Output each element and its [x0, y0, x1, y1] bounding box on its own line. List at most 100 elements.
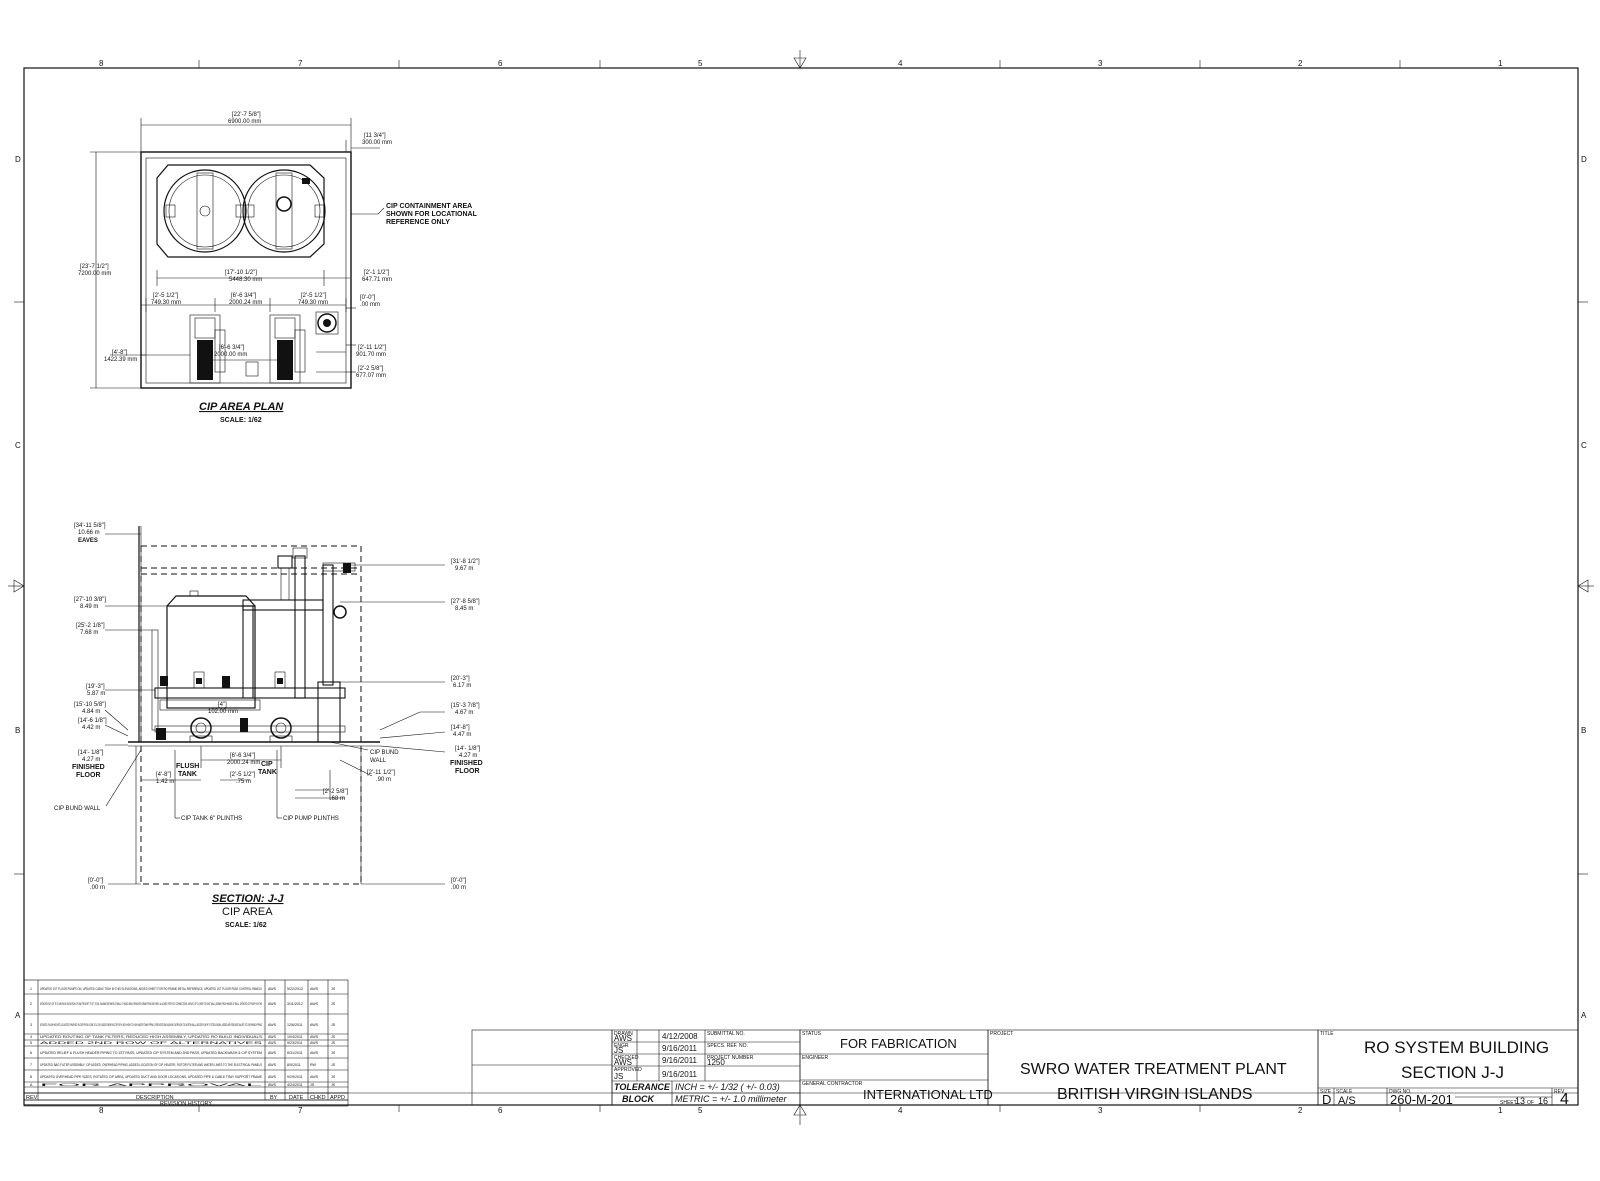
level-right-5-m: 4.47 m: [453, 732, 471, 738]
level-right-1-m: 9.67 m: [455, 566, 473, 572]
dim-left-height-mm: 1422.39 mm: [104, 357, 137, 363]
plan-scale: SCALE: 1/62: [220, 417, 262, 424]
row-label-left-b: B: [15, 726, 20, 735]
dim-left-height-imp: [4'-8"]: [112, 350, 128, 356]
approved-label: APPROVED: [614, 1067, 642, 1073]
revision-rev: 5: [30, 1041, 32, 1045]
of-label: OF: [1527, 1100, 1534, 1106]
tolerance-label-2: BLOCK: [622, 1094, 655, 1104]
pipe-size-imp: [4"]: [218, 702, 227, 708]
sheet-number: 13: [1515, 1096, 1525, 1106]
base-level-right-imp: [0'-0"]: [451, 878, 467, 884]
bund-wall-left: CIP BUND WALL: [54, 806, 101, 812]
col-label-top-4: 4: [898, 59, 903, 68]
general-contractor-value: INTERNATIONAL LTD: [863, 1087, 993, 1102]
title-block: DRAWN ENGR CHECKED APPROVED SUBMITTAL NO…: [471, 1029, 1579, 1108]
section-scale: SCALE: 1/62: [225, 922, 267, 929]
revision-appd: JS: [331, 1075, 336, 1079]
drawn-date: 4/12/2008: [662, 1032, 698, 1041]
level-right-6-imp: [14'- 1/8"]: [455, 746, 481, 752]
revision-by: AWS: [268, 1063, 277, 1067]
plan-note-line-3: REFERENCE ONLY: [386, 219, 450, 226]
tolerance-inch: INCH = +/- 1/32 ( +/- 0.03): [675, 1082, 780, 1092]
section-subtitle: CIP AREA: [222, 906, 273, 918]
rev-header-appd: APPD: [330, 1095, 345, 1101]
dim-spacing-1-mm: 2000.24 mm: [227, 760, 260, 766]
approved-by: JS: [614, 1072, 623, 1081]
dim-inner-width-mm: 5448.30 mm: [229, 277, 262, 283]
engineer-label: ENGINEER: [802, 1055, 829, 1061]
rev-header-description: DESCRIPTION: [136, 1095, 174, 1101]
level-left-7-label-2: FLOOR: [76, 772, 101, 779]
engr-label: ENGR: [614, 1043, 629, 1049]
revision-date: 9/29/2011: [287, 1075, 303, 1079]
dim-pump-spacing-mm: 2000.00 mm: [214, 352, 247, 358]
revision-chkd: AWS: [310, 1023, 319, 1027]
revision-date: 5/22/2012: [287, 987, 303, 991]
checked-by: AWS: [614, 1058, 632, 1067]
revision-by: AWS: [268, 1002, 277, 1006]
revision-desc: UPDATED ELEV OF TP-2 DUMP AND ELEVATION …: [40, 1002, 262, 1006]
row-label-right-c: C: [1581, 441, 1587, 450]
col-label-bottom-6: 6: [498, 1106, 503, 1115]
cip-tank-plan: [242, 169, 326, 253]
revision-date: 8/31/2011: [287, 1051, 303, 1055]
row-label-right-a: A: [1581, 1011, 1587, 1020]
dim-zero-imp: [0'-0"]: [360, 295, 376, 301]
status-value: FOR FABRICATION: [840, 1036, 957, 1051]
plan-title: CIP AREA PLAN: [199, 401, 284, 413]
col-label-bottom-8: 8: [99, 1106, 104, 1115]
level-left-6-m: 4.42 m: [82, 725, 100, 731]
col-label-bottom-5: 5: [698, 1106, 703, 1115]
level-left-1-imp: [34'-11 5/8"]: [74, 523, 106, 529]
revision-appd: JS: [331, 1051, 336, 1055]
rev-header-chkd: CHKD: [310, 1095, 326, 1101]
row-label-right-d: D: [1581, 155, 1587, 164]
dim-spacing-1-imp: [6'-6 3/4"]: [230, 753, 256, 759]
level-right-3-m: 6.17 m: [453, 683, 471, 689]
tolerance-metric: METRIC = +/- 1.0 millimeter: [675, 1094, 788, 1104]
revision-desc: UPDATED RELIEF & FLUSH HEADER PIPING TO …: [40, 1051, 262, 1055]
dim-right-a-imp: [2'-5 1/2"]: [301, 293, 327, 299]
revision-date: 4/24/2011: [287, 1083, 303, 1087]
revision-appd: JS: [331, 1035, 336, 1039]
dim-left-a-mm: 749.30 mm: [151, 300, 181, 306]
level-left-1-m: 10.66 m: [78, 530, 100, 536]
base-level-left-m: .00 m: [90, 885, 105, 891]
flush-tank-label-1: FLUSH: [176, 763, 199, 770]
rev-header-rev: REV: [26, 1095, 38, 1101]
level-right-4-m: 4.67 m: [455, 710, 473, 716]
revision-rev: 8: [30, 1075, 32, 1079]
tank-plinths-label: CIP TANK 6" PLINTHS: [181, 816, 242, 822]
col-label-top-3: 3: [1098, 59, 1103, 68]
sheet-total: 16: [1538, 1096, 1548, 1106]
revision-rev: 2: [30, 1002, 32, 1006]
dim-overall-width-imp: [22'-7 5/8"]: [232, 112, 261, 118]
col-label-top-6: 6: [498, 59, 503, 68]
scale-label: SCALE: [1336, 1089, 1353, 1095]
revision-rev: A: [30, 1083, 33, 1087]
revision-by: AWS: [268, 1075, 277, 1079]
cip-tank-label-2: TANK: [258, 769, 277, 776]
level-left-5-m: 4.84 m: [82, 709, 100, 715]
dim-spacing-5-m: .68 m: [330, 796, 345, 802]
cip-pump-section: [269, 671, 293, 743]
level-left-3-imp: [25'-2 1/8"]: [76, 623, 105, 629]
dim-spacing-5-imp: [2'-2 5/8"]: [323, 789, 349, 795]
revision-desc: UPDATED OVERHEAD PIPE SIZES, ROTATED CIP…: [40, 1075, 263, 1079]
revision-rev: 3: [30, 1023, 32, 1027]
level-right-2-m: 8.45 m: [455, 606, 473, 612]
engr-by: JS: [614, 1046, 623, 1055]
dim-right-gap-mm: 647.71 mm: [362, 277, 392, 283]
dim-spacing-4-imp: [2'-11 1/2"]: [367, 770, 396, 776]
flush-tank-plan: [163, 169, 247, 253]
project-number: 1250: [707, 1058, 725, 1067]
revision-by: AWS: [268, 987, 277, 991]
plan-note-line-2: SHOWN FOR LOCATIONAL: [386, 211, 478, 218]
revision-by: AWS: [268, 1035, 277, 1039]
level-left-2-m: 8.49 m: [80, 604, 98, 610]
revision-rev: 7: [30, 1063, 32, 1067]
flush-pump-section: [189, 671, 213, 743]
revision-desc: UPDATED ROUTING OF TANK FILTERS, REDUCED…: [40, 1035, 263, 1039]
